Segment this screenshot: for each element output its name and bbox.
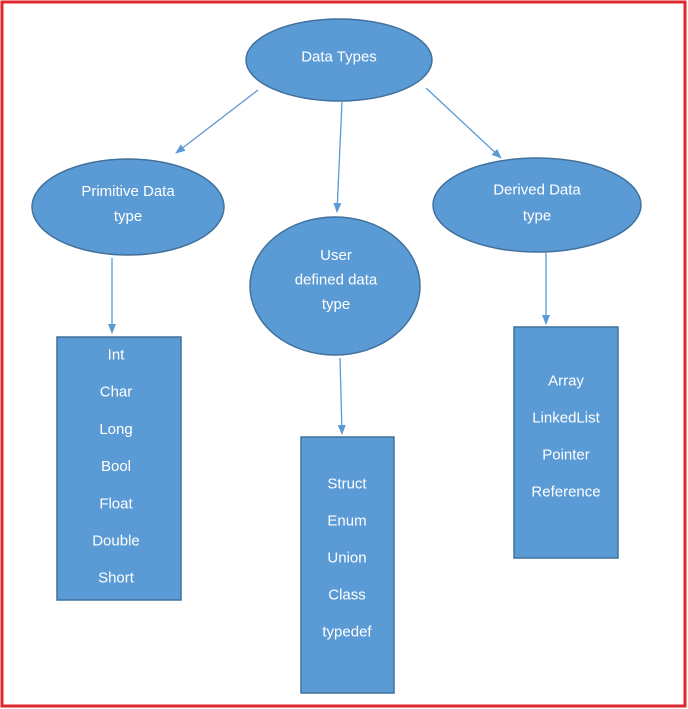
category-node-user-defined xyxy=(249,216,421,356)
type-list-box-user-defined xyxy=(300,436,395,694)
category-node-derived xyxy=(432,157,642,253)
type-item-enum: Enum xyxy=(327,513,366,530)
category-label-user-defined: type xyxy=(322,296,350,313)
type-item-pointer: Pointer xyxy=(542,447,590,464)
arrow-root-to-primitive xyxy=(175,89,259,154)
type-item-union: Union xyxy=(327,550,366,567)
type-item-bool: Bool xyxy=(101,458,131,475)
arrow-user-defined-to-list xyxy=(337,357,346,435)
category-node-primitive xyxy=(31,158,225,256)
type-item-char: Char xyxy=(100,384,133,401)
arrow-root-to-derived xyxy=(425,87,502,159)
category-label-user-defined: defined data xyxy=(295,272,378,289)
type-item-struct: Struct xyxy=(327,476,367,493)
type-item-float: Float xyxy=(99,495,133,512)
type-item-short: Short xyxy=(98,570,135,587)
type-item-array: Array xyxy=(548,373,584,390)
type-item-typedef: typedef xyxy=(322,624,372,641)
category-label-user-defined: User xyxy=(320,247,352,264)
type-item-int: Int xyxy=(108,347,126,364)
root-node-data-types xyxy=(245,18,433,102)
type-list-box-primitive xyxy=(56,336,182,601)
type-list-box-derived xyxy=(513,326,619,559)
type-item-linkedlist: LinkedList xyxy=(532,410,600,427)
category-label-primitive: Primitive Data xyxy=(81,183,175,200)
root-node-label: Data Types xyxy=(301,49,377,66)
category-label-primitive: type xyxy=(114,208,142,225)
category-label-derived: type xyxy=(523,208,551,225)
arrow-root-to-user-defined xyxy=(333,101,343,213)
type-item-reference: Reference xyxy=(531,484,600,501)
type-item-double: Double xyxy=(92,533,140,550)
type-item-class: Class xyxy=(328,587,366,604)
type-item-long: Long xyxy=(99,421,132,438)
category-label-derived: Derived Data xyxy=(493,182,581,199)
